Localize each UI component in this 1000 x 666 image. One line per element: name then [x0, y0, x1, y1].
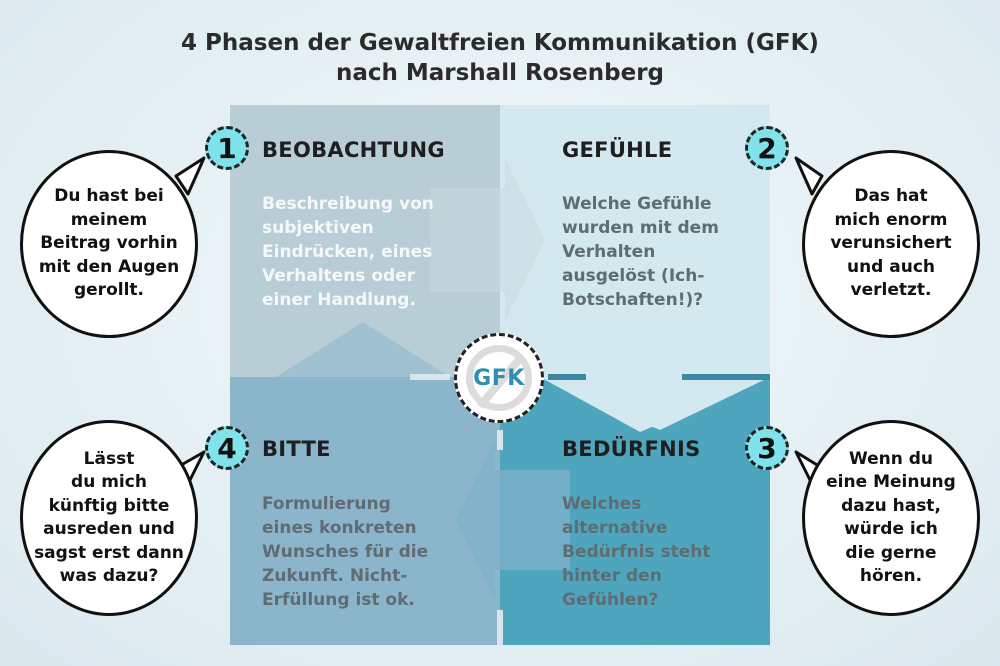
heading-beduerfnis: BEDÜRFNIS — [562, 437, 701, 461]
heading-beobachtung: BEOBACHTUNG — [262, 138, 445, 162]
desc-gefuehle: Welche Gefühle wurden mit dem Verhalten … — [562, 194, 719, 310]
desc-bitte: Formulierung eines konkreten Wunsches fü… — [262, 494, 429, 610]
title-line-2: nach Marshall Rosenberg — [335, 60, 665, 86]
gfk-logo: GFK — [454, 333, 544, 423]
desc-beobachtung: Beschreibung von subjektiven Eindrücken,… — [262, 194, 434, 310]
speech-bubble-bitte: Lässt du mich künftig bitte ausreden und… — [20, 420, 198, 616]
quadrant-gefuehle — [500, 105, 770, 377]
number-badge-3: 3 — [745, 426, 789, 470]
logo-text: GFK — [473, 365, 525, 391]
speech-bubble-gefuehle: Das hat mich enorm verunsichert und auch… — [802, 150, 980, 338]
number-badge-4: 4 — [205, 426, 249, 470]
heading-bitte: BITTE — [262, 437, 331, 461]
speech-bubble-beduerfnis: Wenn du eine Meinung dazu hast, würde ic… — [802, 420, 980, 616]
speech-bubble-beobachtung: Du hast bei meinem Beitrag vorhin mit de… — [20, 150, 198, 338]
desc-beduerfnis: Welches alternative Bedürfnis steht hint… — [562, 494, 711, 610]
title-line-1: 4 Phasen der Gewaltfreien Kommunikation … — [181, 30, 819, 56]
heading-gefuehle: GEFÜHLE — [562, 138, 673, 162]
number-badge-2: 2 — [745, 126, 789, 170]
page-title: 4 Phasen der Gewaltfreien Kommunikation … — [0, 28, 1000, 88]
gfk-ring-icon: GFK — [466, 345, 532, 411]
number-badge-1: 1 — [205, 126, 249, 170]
